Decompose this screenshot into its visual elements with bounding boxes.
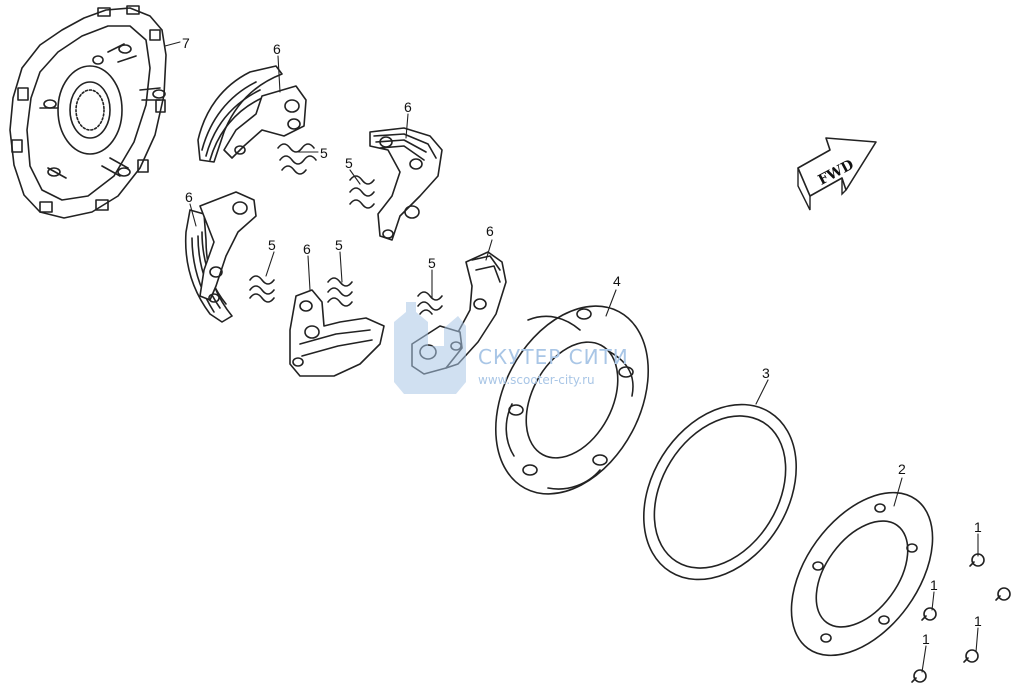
callout-1: 1 — [930, 577, 938, 593]
part-6-clutch-shoe — [369, 127, 443, 241]
part-2-plate — [790, 491, 934, 657]
leader-lines — [164, 41, 979, 673]
part-5-spring — [327, 277, 353, 307]
callout-5: 5 — [428, 255, 436, 271]
watermark-logo — [394, 302, 466, 394]
part-3-ring — [642, 403, 798, 581]
part-5-spring — [277, 143, 317, 175]
watermark-name: СКУТЕР СИТИ — [478, 345, 629, 369]
part-1-clip — [921, 607, 937, 621]
callout-6: 6 — [185, 189, 193, 205]
part-5-spring — [349, 175, 375, 209]
callout-5: 5 — [345, 155, 353, 171]
callout-5: 5 — [335, 237, 343, 253]
callout-1: 1 — [974, 613, 982, 629]
part-5-spring — [249, 275, 275, 303]
callout-labels: 7 6 5 6 5 6 5 6 5 5 6 4 3 2 1 1 1 1 — [182, 35, 982, 647]
callout-6: 6 — [273, 41, 281, 57]
callout-3: 3 — [762, 365, 770, 381]
part-1-clip — [969, 553, 985, 567]
callout-7: 7 — [182, 35, 190, 51]
part-6-clutch-shoe — [184, 191, 257, 323]
watermark-url: www.scooter-city.ru — [478, 373, 595, 387]
part-1-clip — [995, 587, 1011, 601]
callout-1: 1 — [974, 519, 982, 535]
part-4-clutch-disc — [494, 305, 650, 495]
callout-2: 2 — [898, 461, 906, 477]
part-7-drive-plate — [9, 5, 167, 219]
callout-6: 6 — [486, 223, 494, 239]
fwd-direction-arrow: FWD — [797, 137, 877, 211]
part-1-clip — [911, 669, 927, 683]
part-6-clutch-shoe — [197, 65, 307, 163]
part-5-spring — [417, 291, 443, 315]
callout-5: 5 — [320, 145, 328, 161]
callout-6: 6 — [404, 99, 412, 115]
part-1-clip — [963, 649, 979, 663]
callout-5: 5 — [268, 237, 276, 253]
part-6-clutch-shoe — [289, 289, 385, 377]
callout-1: 1 — [922, 631, 930, 647]
callout-4: 4 — [613, 273, 621, 289]
watermark: СКУТЕР СИТИ www.scooter-city.ru — [394, 302, 629, 394]
callout-6: 6 — [303, 241, 311, 257]
